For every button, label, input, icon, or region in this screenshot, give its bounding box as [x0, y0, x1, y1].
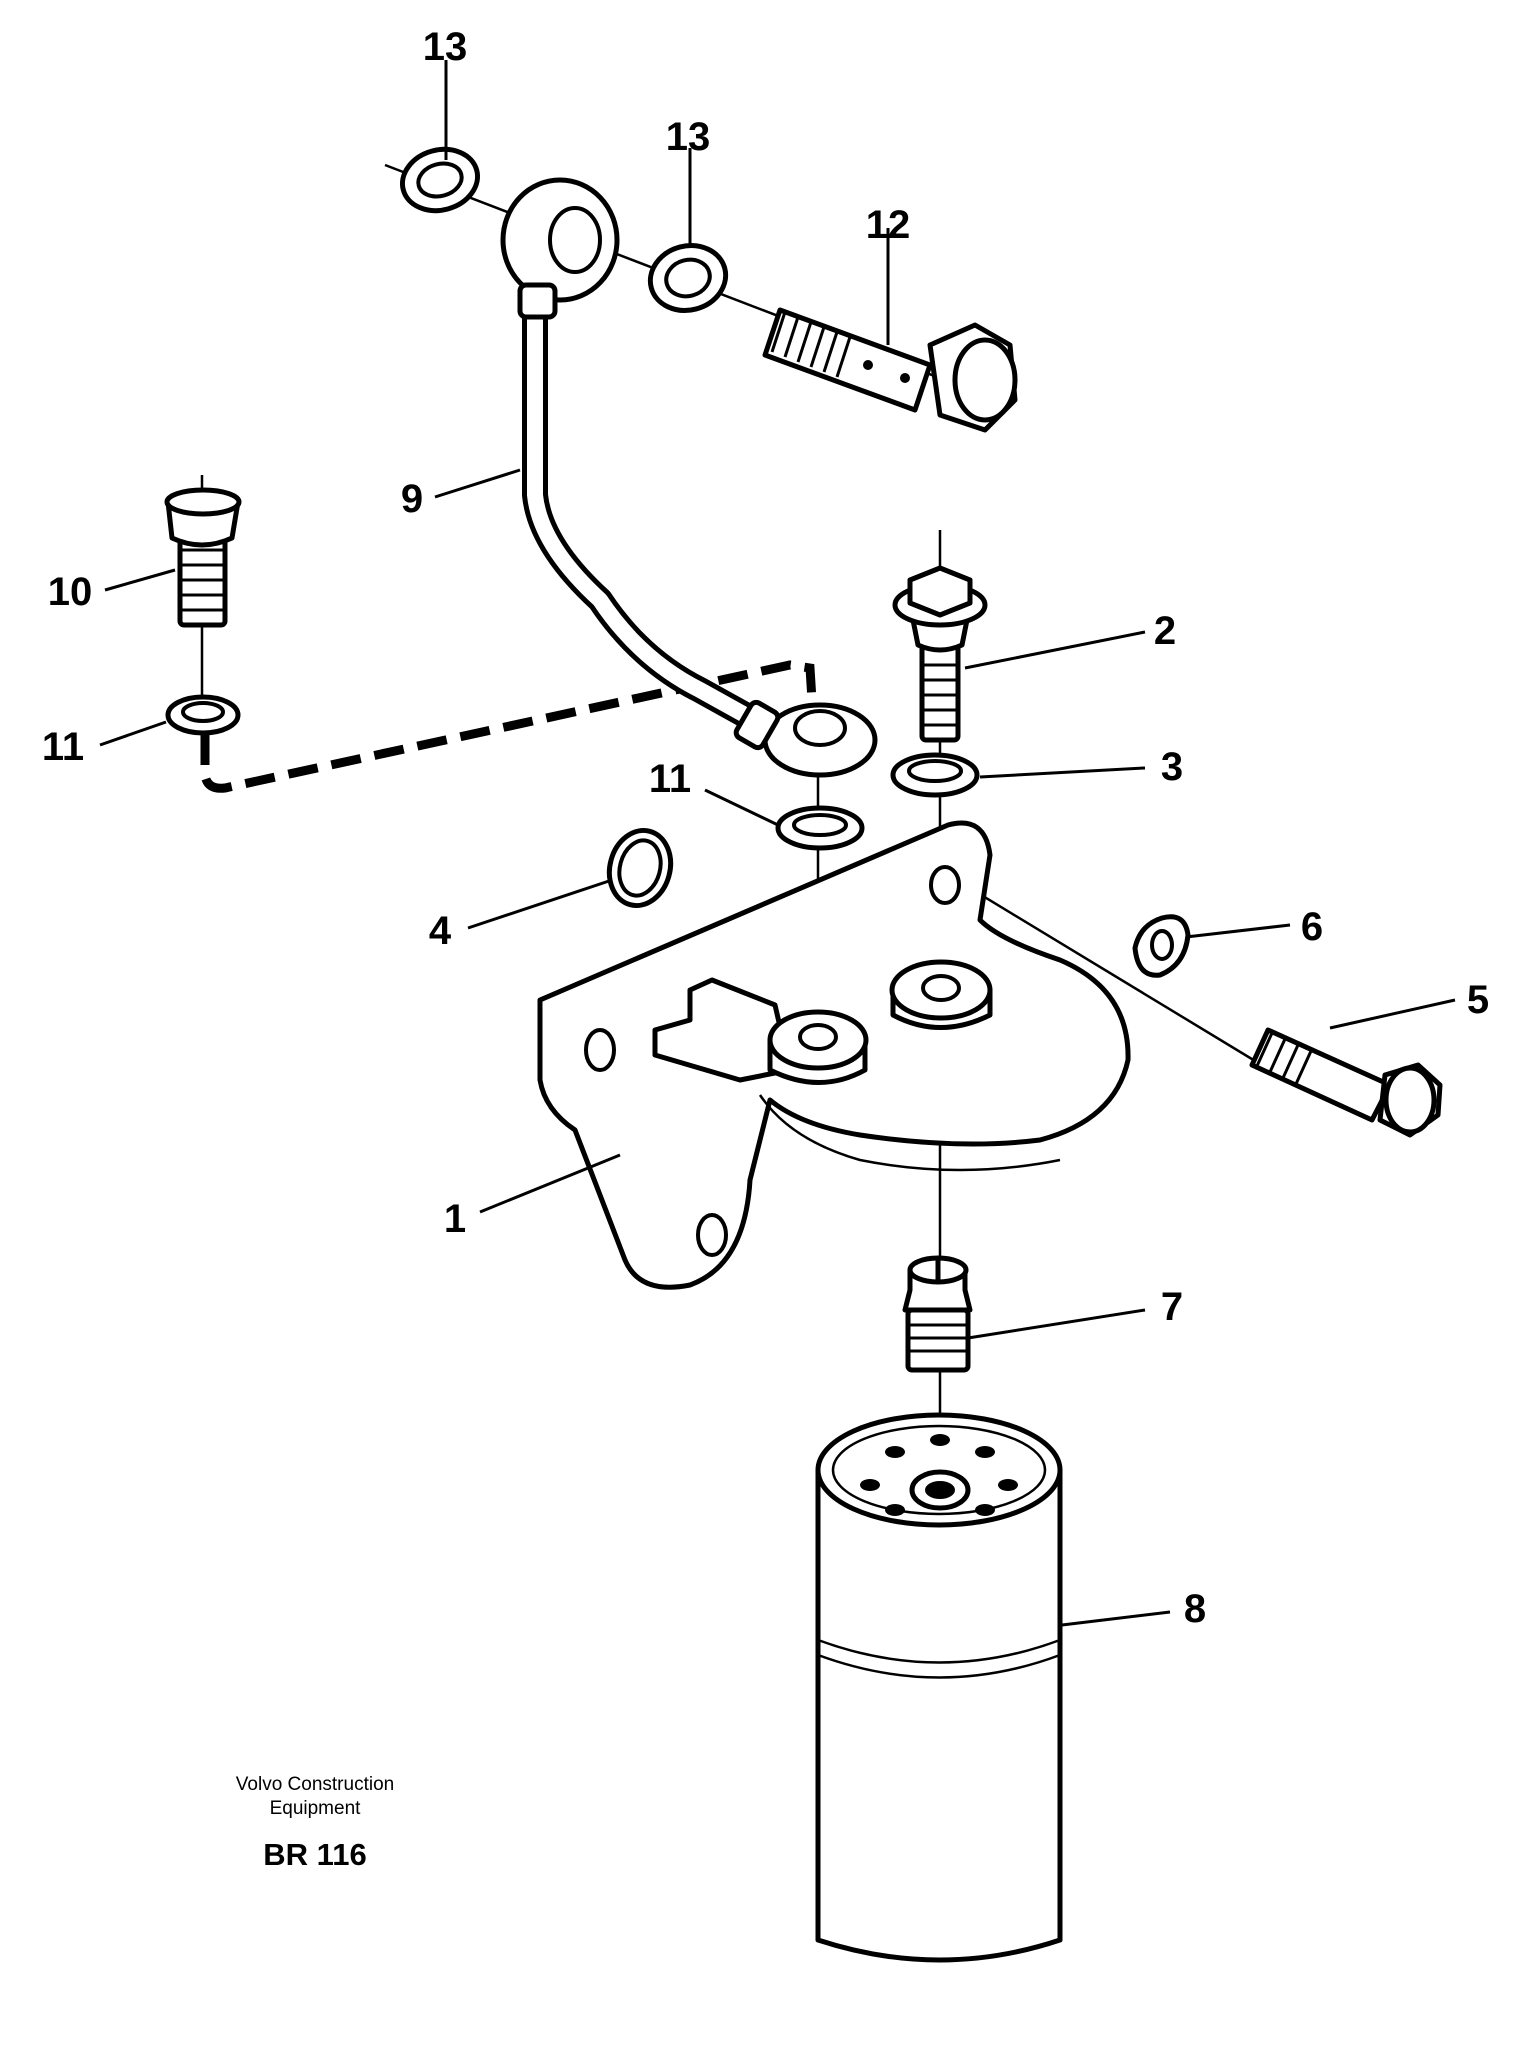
callout-9: 9 — [401, 477, 423, 521]
caption-figure-code: BR 116 — [263, 1837, 367, 1872]
caption-division: Equipment — [269, 1798, 361, 1819]
callout-4: 4 — [429, 909, 452, 953]
callout-7: 7 — [1161, 1285, 1183, 1329]
callout-13-right: 13 — [666, 115, 711, 159]
assembly-lines — [200, 163, 1271, 1460]
leader-lines — [99, 60, 1456, 1627]
callout-13-left: 13 — [423, 25, 468, 69]
callout-3: 3 — [1161, 745, 1183, 789]
callout-10: 10 — [48, 570, 93, 614]
callout-1: 1 — [444, 1197, 466, 1241]
washer-13-left — [399, 146, 481, 214]
caption-company: Volvo Construction — [235, 1774, 395, 1795]
screw — [1249, 1027, 1443, 1138]
callout-8: 8 — [1184, 1587, 1206, 1631]
callout-11-left: 11 — [42, 725, 84, 769]
washer-3 — [890, 752, 980, 798]
bolt — [892, 565, 988, 743]
callout-labels: 13 13 12 9 10 11 11 2 3 4 6 5 1 7 8 — [42, 25, 1489, 1631]
filter-cartridge — [815, 1412, 1063, 1963]
callout-6: 6 — [1301, 905, 1323, 949]
washer-11-center — [775, 805, 865, 851]
pipe — [500, 177, 878, 778]
nipple — [902, 1255, 973, 1373]
callout-5: 5 — [1467, 978, 1489, 1022]
washer-13-right — [647, 243, 729, 313]
o-ring — [606, 827, 674, 909]
callout-2: 2 — [1154, 609, 1176, 653]
diagram-caption: Volvo Construction Equipment BR 116 — [200, 1773, 430, 1873]
plug — [164, 487, 242, 628]
banjo-bolt — [762, 307, 1018, 433]
callout-12: 12 — [866, 203, 911, 247]
lock-plate — [1132, 914, 1191, 978]
filter-bracket — [537, 820, 1131, 1290]
callout-11-center: 11 — [649, 757, 691, 801]
dashed-connection-line — [200, 660, 817, 793]
washer-11-left — [165, 694, 241, 736]
